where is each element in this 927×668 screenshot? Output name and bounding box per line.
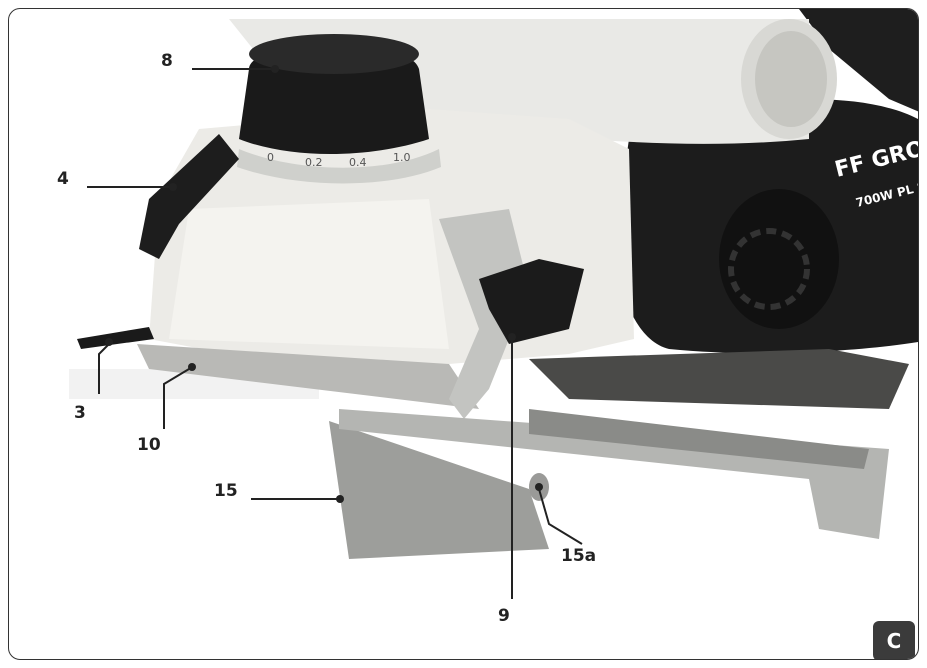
- scale-10: 1.0: [393, 151, 411, 164]
- callout-9: 9: [498, 606, 510, 626]
- parallel-guide-bracket: [439, 209, 529, 419]
- scale-04: 0.4: [349, 156, 367, 169]
- figure-label-badge: C: [873, 621, 915, 659]
- callout-15a: 15a: [561, 546, 597, 566]
- handle-shape: [799, 9, 918, 112]
- callout-3: 3: [74, 403, 86, 423]
- callout-8: 8: [161, 51, 173, 71]
- figure-frame: FF GROUP 700W PL 82B 0 0.2 0.4 1.0: [8, 8, 919, 660]
- base-plate: [137, 344, 479, 409]
- callout-4: 4: [57, 169, 69, 189]
- scale-0: 0: [267, 151, 274, 164]
- depth-knob: [239, 44, 429, 154]
- scale-02: 0.2: [305, 156, 323, 169]
- lock-lever: [139, 134, 239, 259]
- callout-15: 15: [214, 481, 238, 501]
- power-cable: [77, 327, 154, 349]
- side-fence: [329, 421, 549, 559]
- guide-lock-knob: [479, 259, 584, 344]
- callout-10: 10: [137, 435, 161, 455]
- depth-scale-ring: [237, 149, 441, 184]
- product-photo: FF GROUP 700W PL 82B 0 0.2 0.4 1.0: [69, 9, 918, 599]
